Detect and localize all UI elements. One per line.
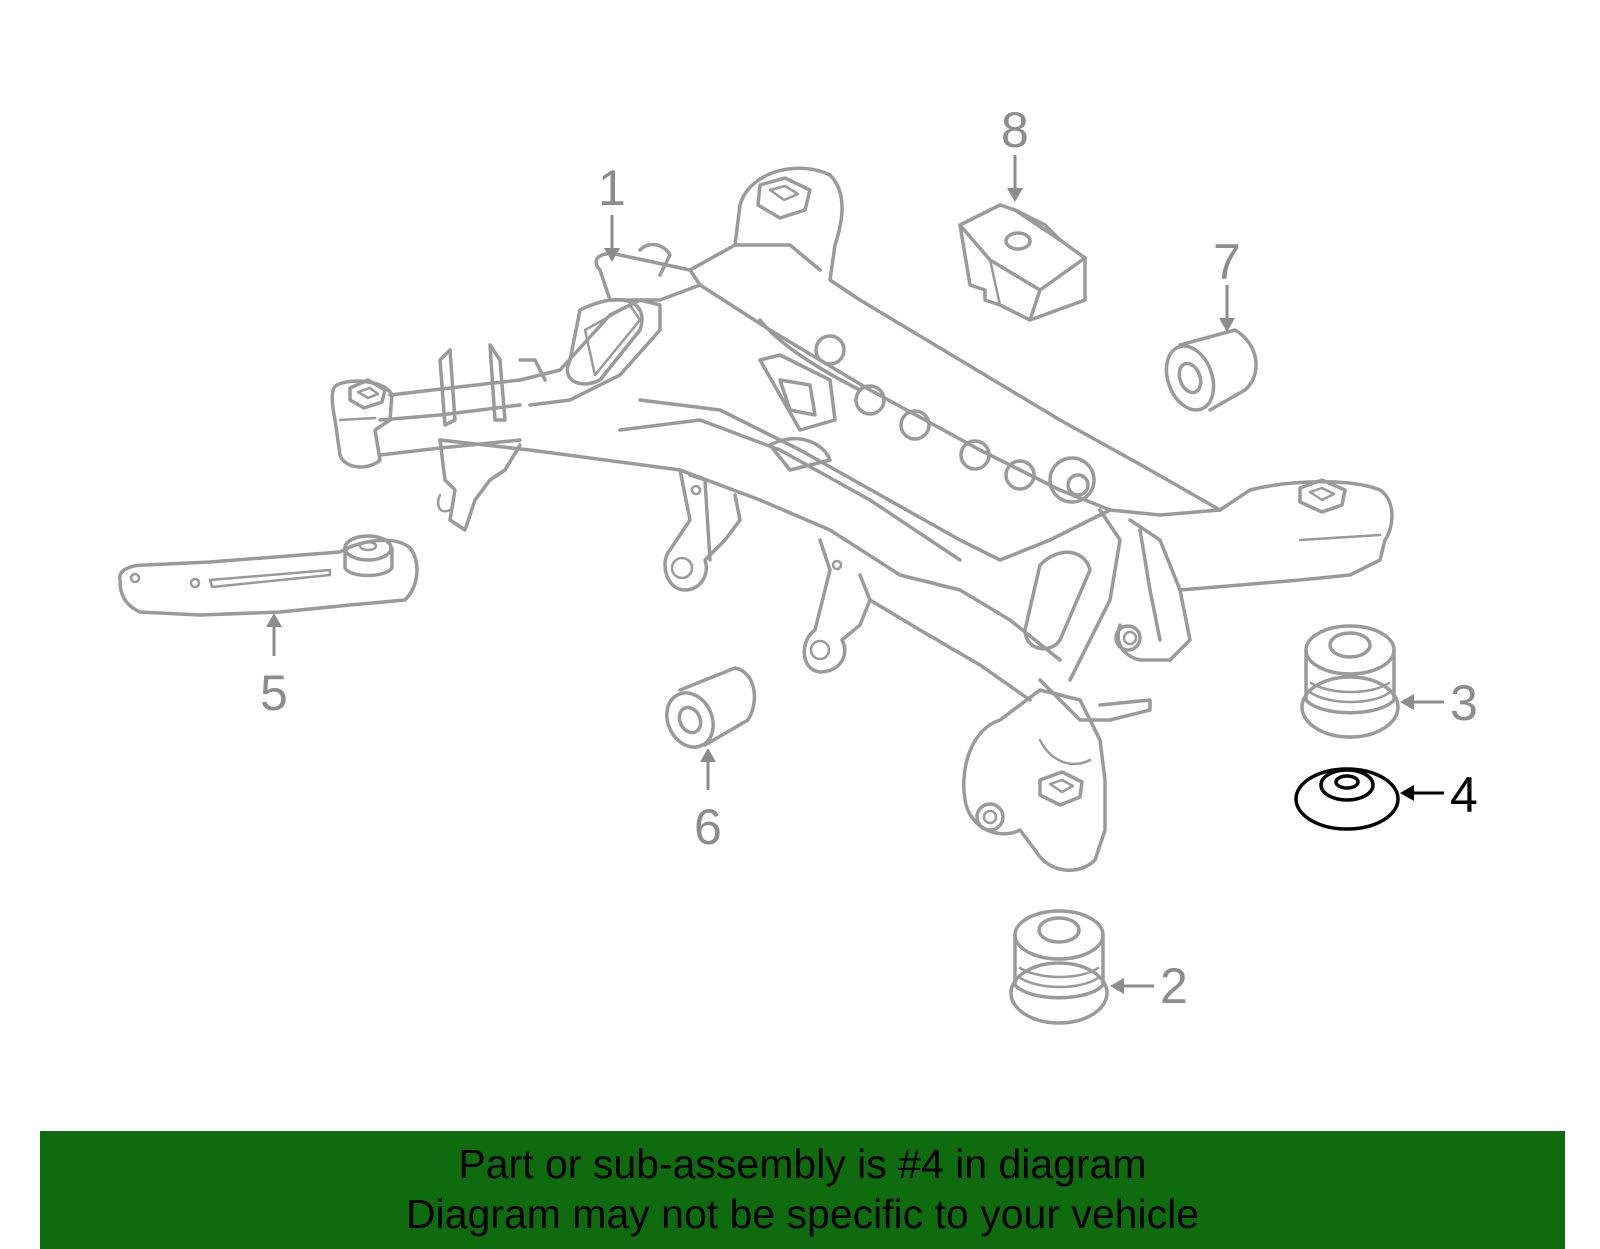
- part-7-bushing: [1164, 328, 1258, 412]
- callout-5: 5: [260, 665, 288, 721]
- parts-diagram: 1 8 7 5 6 3 2 4: [118, 102, 1478, 1025]
- part-5-bracket: [118, 534, 419, 617]
- callout-arrows: [266, 155, 1444, 994]
- part-6-bushing: [665, 666, 757, 749]
- part-4-washer: [1294, 767, 1400, 831]
- callout-6: 6: [694, 799, 722, 855]
- callout-1: 1: [598, 160, 626, 216]
- info-banner: Part or sub-assembly is #4 in diagram Di…: [40, 1131, 1565, 1249]
- part-2-bushing: [1009, 909, 1109, 1025]
- part-3-bushing: [1300, 624, 1400, 739]
- callout-3: 3: [1450, 675, 1478, 731]
- banner-line-2: Diagram may not be specific to your vehi…: [405, 1191, 1199, 1237]
- part-8-mount: [958, 203, 1087, 322]
- callout-4: 4: [1450, 767, 1478, 823]
- callout-8: 8: [1001, 102, 1029, 158]
- banner-line-1: Part or sub-assembly is #4 in diagram: [458, 1141, 1147, 1187]
- callout-2: 2: [1160, 958, 1188, 1014]
- callout-7: 7: [1213, 234, 1241, 290]
